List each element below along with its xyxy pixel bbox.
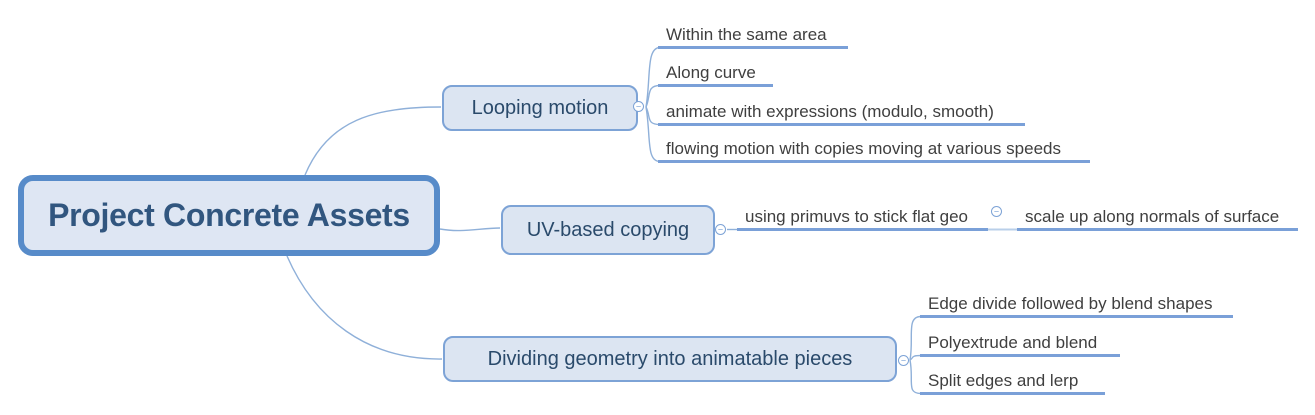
collapse-toggle-uv-based-copying[interactable]: − [715, 224, 726, 235]
connector-looping-child-2 [645, 84, 661, 108]
connector-dividing-child-3 [909, 359, 922, 395]
collapse-toggle-using-primuvs[interactable]: − [991, 206, 1002, 217]
connector-looping-child-1 [645, 46, 661, 108]
leaf-using-primuvs[interactable]: using primuvs to stick flat geo [737, 206, 988, 231]
minus-icon: − [717, 224, 724, 234]
branch-node-dividing-geometry[interactable]: Dividing geometry into animatable pieces [443, 336, 897, 382]
collapse-toggle-looping-motion[interactable]: − [633, 101, 644, 112]
collapse-toggle-dividing-geometry[interactable]: − [898, 355, 909, 366]
root-node[interactable]: Project Concrete Assets [18, 175, 440, 256]
leaf-flowing-motion[interactable]: flowing motion with copies moving at var… [658, 138, 1090, 163]
branch-node-looping-motion[interactable]: Looping motion [442, 85, 638, 131]
leaf-animate-expressions[interactable]: animate with expressions (modulo, smooth… [658, 101, 1025, 126]
leaf-within-same-area[interactable]: Within the same area [658, 24, 848, 49]
leaf-split-edges-lerp[interactable]: Split edges and lerp [920, 370, 1105, 395]
connector-dividing-child-1 [909, 315, 922, 361]
leaf-along-curve[interactable]: Along curve [658, 62, 773, 87]
minus-icon: − [635, 101, 642, 111]
connector-root-looping-motion [304, 106, 442, 176]
minus-icon: − [900, 355, 907, 365]
connector-dividing-child-2 [909, 354, 922, 361]
connector-root-dividing-geometry [286, 255, 443, 360]
connector-looping-child-4 [645, 106, 661, 163]
leaf-edge-divide-blend-shapes[interactable]: Edge divide followed by blend shapes [920, 293, 1233, 318]
connector-root-uv-copying [439, 227, 501, 232]
leaf-polyextrude-blend[interactable]: Polyextrude and blend [920, 332, 1120, 357]
minus-icon: − [993, 206, 1000, 216]
leaf-scale-up-normals[interactable]: scale up along normals of surface [1017, 206, 1298, 231]
branch-node-uv-based-copying[interactable]: UV-based copying [501, 205, 715, 255]
